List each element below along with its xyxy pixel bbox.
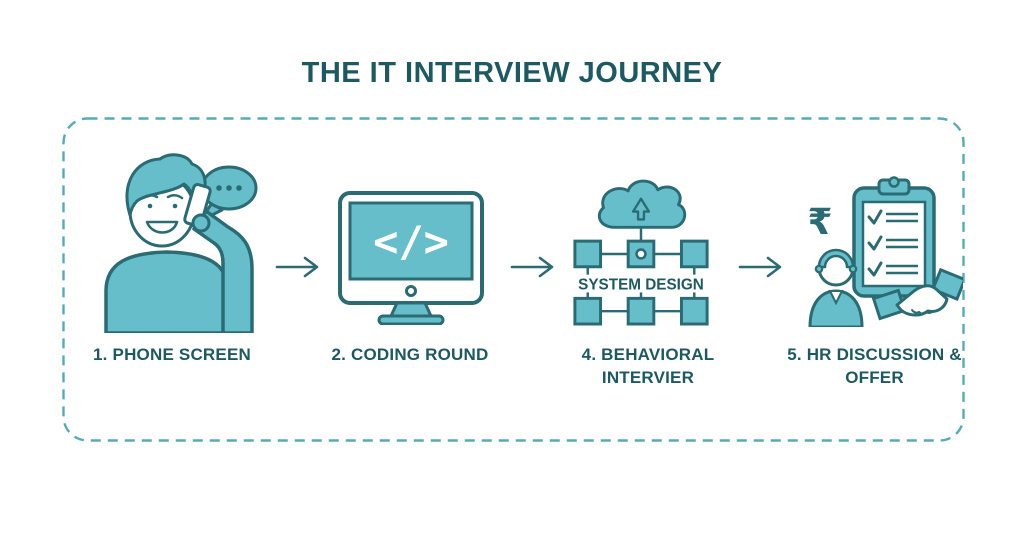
step-label-phone-screen: 1. PHONE SCREEN — [93, 345, 251, 364]
dashed-border — [62, 117, 965, 442]
arrow-right-icon — [738, 256, 782, 278]
offer-handshake-icon: ₹ — [807, 176, 963, 327]
handshake-icon — [871, 267, 963, 321]
arrow-right-icon — [275, 256, 319, 278]
rupee-icon: ₹ — [807, 202, 832, 243]
arrow-right-icon — [510, 256, 554, 278]
page-title: THE IT INTERVIEW JOURNEY — [301, 57, 723, 89]
code-monitor-icon: </> — [338, 191, 484, 325]
step-label-coding-round: 2. CODING ROUND — [331, 345, 489, 364]
hr-person-icon — [808, 248, 864, 327]
code-glyph: </> — [373, 217, 449, 266]
system-design-caption: SYSTEM DESIGN — [578, 276, 704, 293]
cloud-icon — [597, 179, 687, 229]
checklist-clipboard-icon — [852, 176, 936, 298]
step-label-hr-discussion-offer: 5. HR DISCUSSION & OFFER — [787, 345, 962, 387]
person-on-phone-icon — [104, 153, 258, 333]
journey-container: 1. PHONE SCREEN </> 2. CODING ROUND — [62, 117, 965, 442]
system-design-icon: SYSTEM DESIGN — [573, 179, 709, 326]
step-label-behavioral-interview: 4. BEHAVIORAL INTERVIER — [581, 345, 715, 387]
